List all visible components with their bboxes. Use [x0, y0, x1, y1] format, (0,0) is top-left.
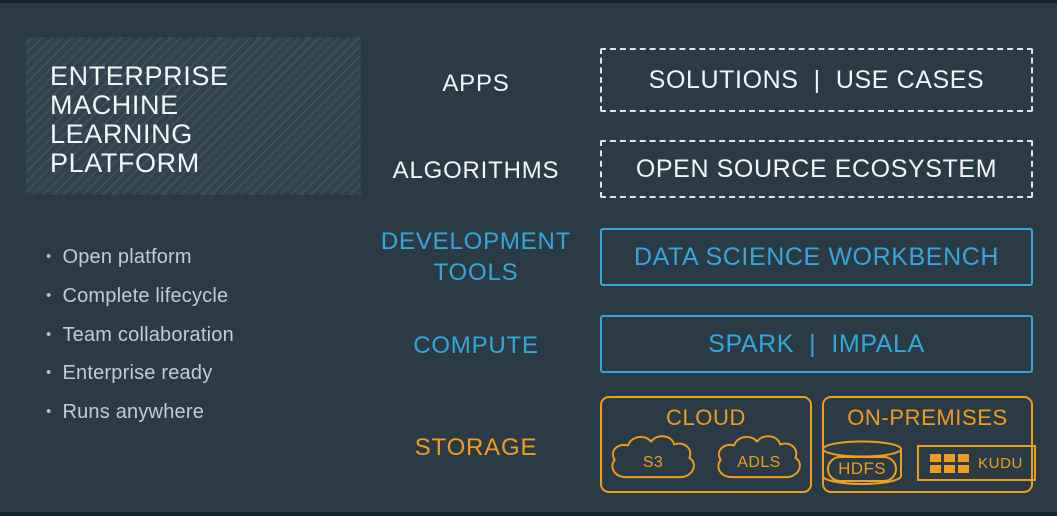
- kudu-box: KUDU: [917, 445, 1036, 481]
- feature-item-enterprise-ready: Enterprise ready: [46, 355, 234, 394]
- box-solutions-use-cases: SOLUTIONS | USE CASES: [600, 48, 1033, 112]
- storage-on-premises-title: ON-PREMISES: [847, 405, 1008, 430]
- top-edge-strip: [0, 0, 1057, 3]
- feature-item-team-collaboration: Team collaboration: [46, 317, 234, 356]
- kudu-table-grid-icon: [930, 453, 970, 473]
- layer-label-compute: COMPUTE: [413, 332, 539, 359]
- storage-cloud-title: CLOUD: [665, 405, 746, 430]
- box-data-science-workbench: DATA SCIENCE WORKBENCH: [600, 228, 1033, 286]
- feature-item-complete-lifecycle: Complete lifecycle: [46, 278, 234, 317]
- kudu-label: KUDU: [978, 454, 1023, 472]
- storage-on-premises-group: ON-PREMISES HDFS KUDU: [819, 396, 1036, 493]
- storage-cloud-icons: S3 ADLS: [607, 431, 805, 483]
- platform-title: ENTERPRISE MACHINE LEARNING PLATFORM: [50, 61, 229, 178]
- box-open-source-ecosystem: OPEN SOURCE ECOSYSTEM: [600, 140, 1033, 198]
- feature-item-open-platform: Open platform: [46, 239, 234, 278]
- storage-on-premises-icons: HDFS KUDU: [819, 439, 1036, 487]
- box-open-source-ecosystem-label: OPEN SOURCE ECOSYSTEM: [635, 154, 998, 183]
- bottom-edge-strip: [0, 512, 1057, 516]
- box-data-science-workbench-label: DATA SCIENCE WORKBENCH: [633, 242, 1000, 271]
- storage-cloud-group: CLOUD S3 ADLS: [600, 396, 812, 493]
- layer-label-storage: STORAGE: [414, 434, 538, 461]
- feature-item-runs-anywhere: Runs anywhere: [46, 394, 234, 433]
- layer-label-algorithms: ALGORITHMS: [392, 157, 560, 184]
- hdfs-database-icon: HDFS: [819, 439, 905, 487]
- adls-cloud-icon: ADLS: [713, 431, 805, 483]
- box-solutions-use-cases-label: SOLUTIONS | USE CASES: [648, 65, 985, 94]
- layer-label-development-tools: DEVELOPMENT TOOLS: [380, 228, 572, 286]
- s3-cloud-icon: S3: [607, 431, 699, 483]
- platform-title-box: ENTERPRISE MACHINE LEARNING PLATFORM: [26, 37, 361, 195]
- box-spark-impala: SPARK | IMPALA: [600, 315, 1033, 373]
- layer-label-apps: APPS: [442, 70, 510, 97]
- feature-list: Open platform Complete lifecycle Team co…: [46, 239, 234, 433]
- box-spark-impala-label: SPARK | IMPALA: [708, 329, 925, 358]
